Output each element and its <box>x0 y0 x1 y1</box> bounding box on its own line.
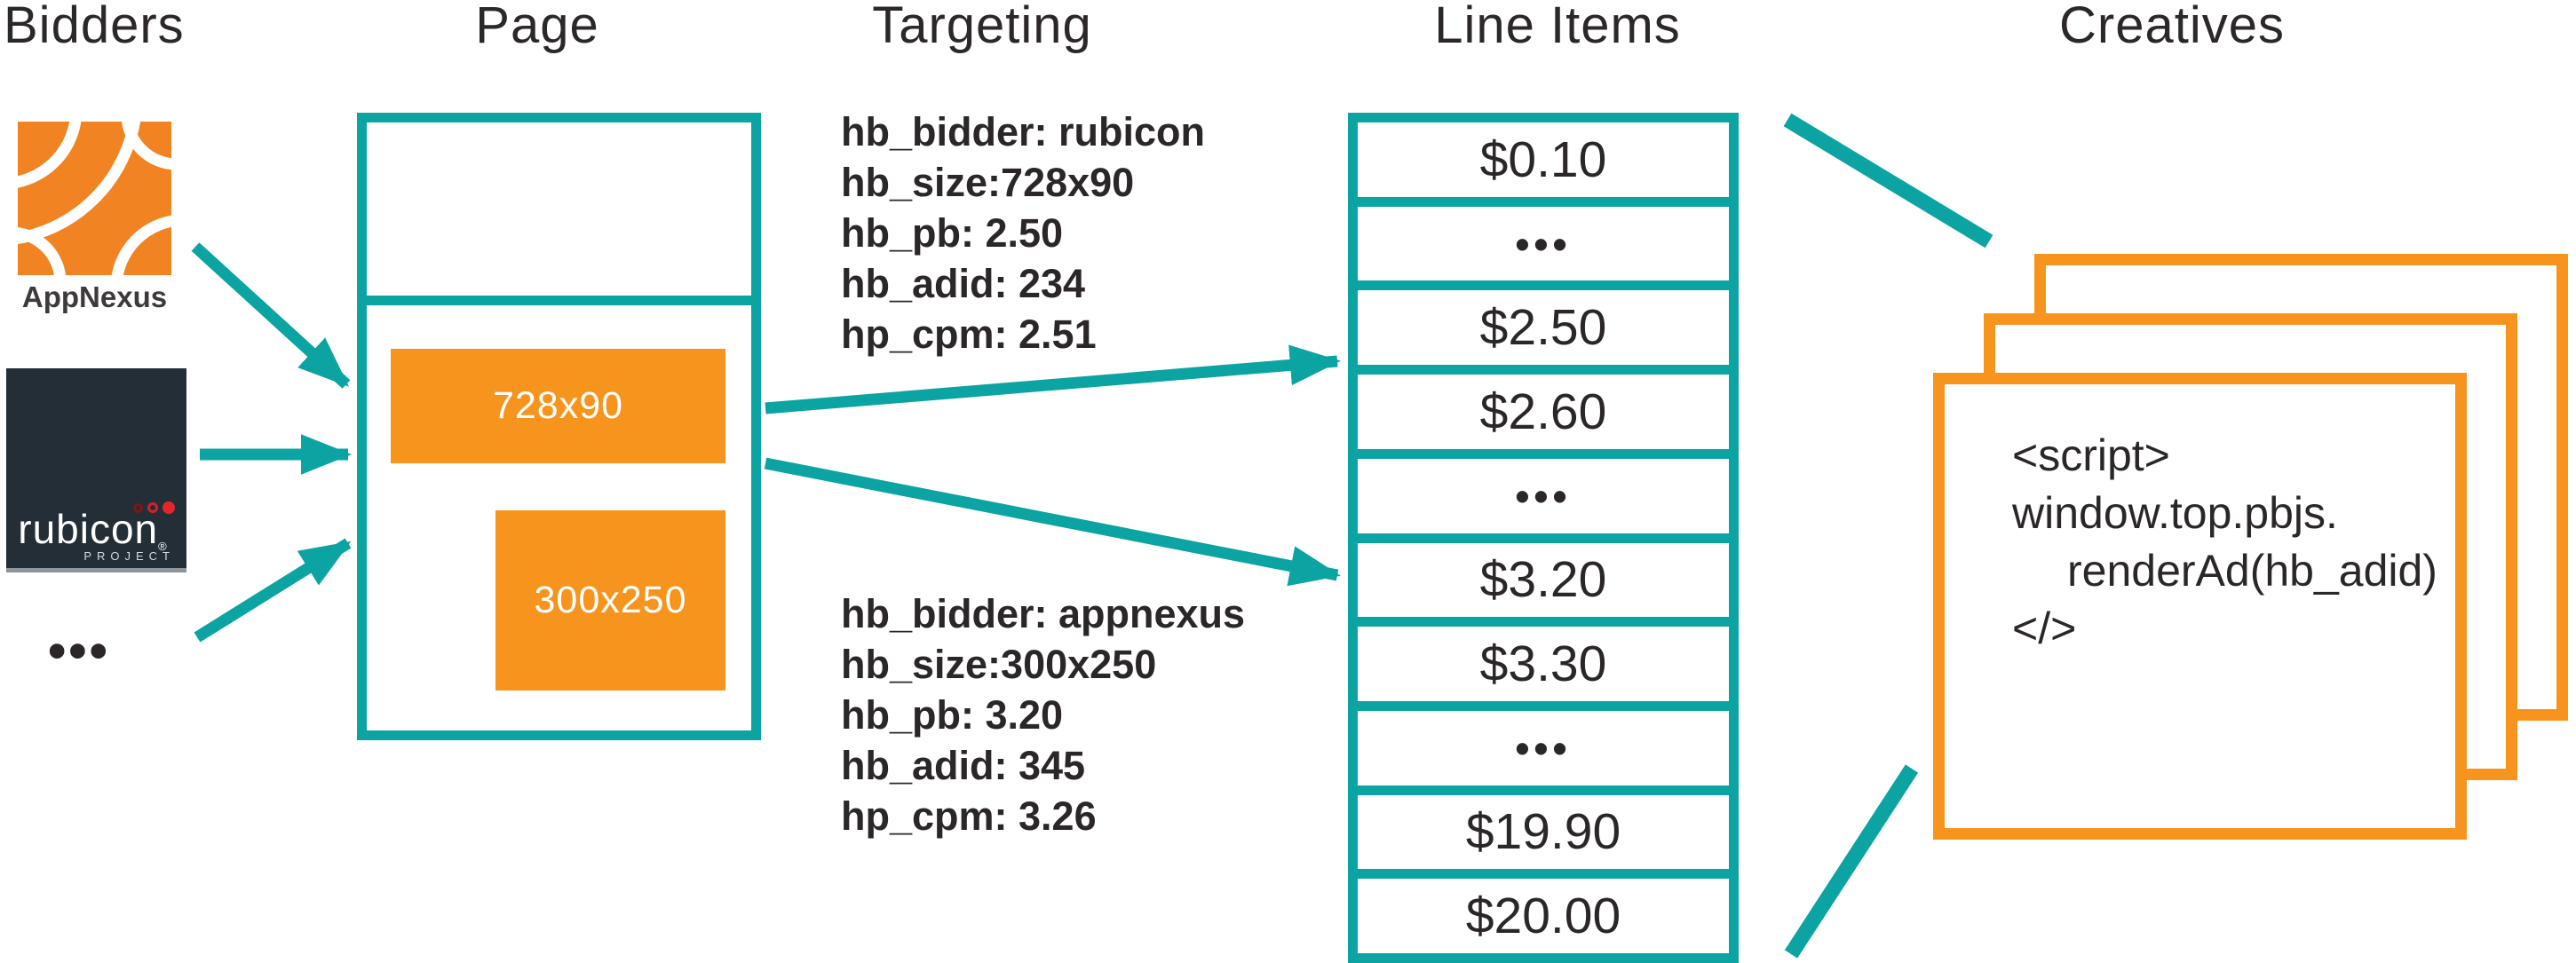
column-title-bidders: Bidders <box>4 0 185 54</box>
rubicon-wordmark: rubicon® <box>18 506 168 553</box>
script-line: window.top.pbjs. <box>2012 488 2338 538</box>
targeting-line: hb_bidder: rubicon <box>841 109 1205 154</box>
arrow-morebidders-to-page <box>194 538 352 643</box>
column-title-targeting: Targeting <box>872 0 1092 54</box>
targeting-line: hb_adid: 345 <box>841 743 1086 788</box>
line-item-row: $3.20 <box>1358 533 1729 618</box>
line-item-row: $0.10 <box>1358 122 1729 197</box>
connector-lineitems-to-creatives-bottom <box>1784 764 1919 959</box>
rubicon-logo-icon: rubicon® PROJECT <box>6 368 186 572</box>
appnexus-label: AppNexus <box>21 280 168 313</box>
targeting-line: hp_cpm: 2.51 <box>841 312 1097 357</box>
creative-card-front: <script> window.top.pbjs. renderAd(hb_ad… <box>1933 373 2467 840</box>
more-bidders-ellipsis: ••• <box>48 622 110 680</box>
line-item-row: $20.00 <box>1358 869 1729 954</box>
line-item-row-ellipsis: ••• <box>1358 448 1729 533</box>
registered-mark: ® <box>158 540 168 553</box>
targeting-line: hb_pb: 2.50 <box>841 210 1064 256</box>
targeting-line: hb_size:300x250 <box>841 642 1157 687</box>
arrow-appnexus-to-page <box>191 242 351 389</box>
targeting-line: hb_size:728x90 <box>841 160 1135 205</box>
rubicon-dots-icon <box>133 501 175 514</box>
appnexus-logo-icon <box>18 122 171 275</box>
column-title-creatives: Creatives <box>2059 0 2285 54</box>
line-item-row: $19.90 <box>1358 785 1729 870</box>
rubicon-dot-solid-icon <box>162 501 175 514</box>
ad-slot-300x250: 300x250 <box>495 510 725 691</box>
targeting-line: hb_adid: 234 <box>841 261 1086 306</box>
arrow-page-to-lineitem-320 <box>764 457 1341 587</box>
page-wireframe: 728x90 300x250 <box>357 113 761 740</box>
column-title-page: Page <box>475 0 599 54</box>
line-item-row: $3.30 <box>1358 617 1729 701</box>
targeting-line: hp_cpm: 3.26 <box>841 793 1097 839</box>
script-line: </> <box>2012 604 2077 653</box>
creative-script-snippet: <script> window.top.pbjs. renderAd(hb_ad… <box>2012 427 2437 658</box>
script-line: <script> <box>2012 430 2170 480</box>
rubicon-dot-dark-icon <box>133 502 143 513</box>
ad-slot-728x90-label: 728x90 <box>492 384 624 427</box>
targeting-block-rubicon: hb_bidder: rubicon hb_size:728x90 hb_pb:… <box>841 107 1205 359</box>
targeting-line: hb_pb: 3.20 <box>841 692 1064 738</box>
line-item-row-ellipsis: ••• <box>1358 700 1729 785</box>
ad-slot-728x90: 728x90 <box>391 349 725 463</box>
connector-lineitems-to-creatives-top <box>1783 113 1993 249</box>
line-item-row: $2.50 <box>1358 280 1729 366</box>
column-title-line-items: Line Items <box>1434 0 1681 54</box>
line-item-row: $2.60 <box>1358 365 1729 449</box>
targeting-line: hb_bidder: appnexus <box>841 591 1246 636</box>
line-items-table: $0.10 ••• $2.50 $2.60 ••• $3.20 $3.30 ••… <box>1348 113 1739 963</box>
targeting-block-appnexus: hb_bidder: appnexus hb_size:300x250 hb_p… <box>841 588 1245 841</box>
script-line: renderAd(hb_adid) <box>2067 546 2437 596</box>
page-divider <box>367 296 751 305</box>
line-item-row-ellipsis: ••• <box>1358 196 1729 281</box>
ad-slot-300x250-label: 300x250 <box>534 579 687 621</box>
rubicon-bottom-bar <box>6 568 186 572</box>
rubicon-dot-ring-icon <box>147 502 158 513</box>
rubicon-project-label: PROJECT <box>83 549 175 563</box>
arrow-page-to-lineitem-250 <box>765 344 1341 414</box>
